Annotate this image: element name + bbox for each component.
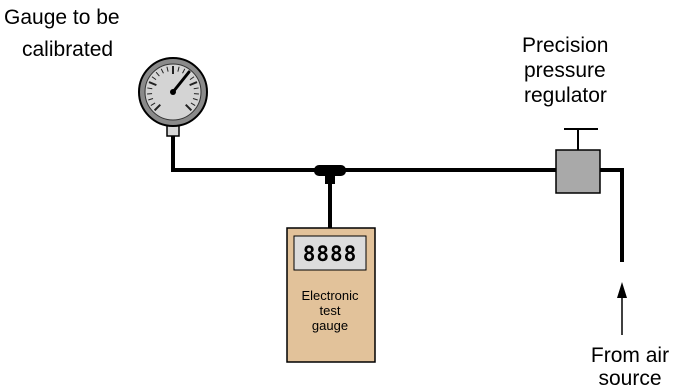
supply-pipe (600, 168, 624, 262)
gauge-tick (166, 66, 169, 72)
gauge-tick (190, 102, 196, 107)
gauge-tick (189, 76, 195, 81)
air-source-arrow (617, 282, 627, 335)
gauge-tick (193, 87, 199, 90)
main-pipe (171, 136, 556, 172)
gauge-tick (155, 71, 160, 77)
gauge-tick (147, 87, 153, 90)
gauge-tick (160, 68, 164, 74)
gauge-tick (150, 102, 156, 107)
gauge-tick (185, 104, 193, 112)
gauge-tick (189, 81, 198, 87)
regulator-label-line1: Precision (522, 34, 608, 57)
digital-display (293, 235, 367, 271)
gauge-hub (170, 89, 176, 95)
tee-branch (325, 172, 335, 184)
gauge-tick (151, 76, 157, 81)
gauge-tick (177, 66, 180, 72)
gauge-tick (192, 98, 198, 101)
gauge-needle (171, 70, 191, 94)
electronic-test-gauge: 8888 Electronic test gauge (286, 227, 376, 363)
gauge-tick (148, 81, 157, 87)
tee-fitting (314, 165, 346, 176)
gauge-label-line1: Gauge to be (4, 6, 120, 29)
display-digits: 8888 (303, 242, 358, 266)
test-gauge-label-line1: Electronic (301, 288, 359, 303)
dial-gauge (138, 57, 208, 137)
regulator-label-line2: pressure (524, 59, 606, 82)
gauge-tick (182, 68, 186, 74)
gauge-tick (148, 98, 154, 101)
regulator-body (555, 149, 601, 194)
gauge-tick (153, 104, 161, 112)
arrow-head (617, 282, 627, 298)
regulator-label-line3: regulator (524, 84, 607, 107)
test-gauge-label-line2: test (320, 303, 341, 318)
pressure-regulator (555, 128, 601, 194)
test-gauge-label-line3: gauge (312, 318, 348, 333)
piping (171, 136, 624, 262)
gauge-label-line2: calibrated (22, 38, 113, 61)
source-label-line2: source (598, 367, 661, 389)
source-label-line1: From air (591, 344, 669, 367)
